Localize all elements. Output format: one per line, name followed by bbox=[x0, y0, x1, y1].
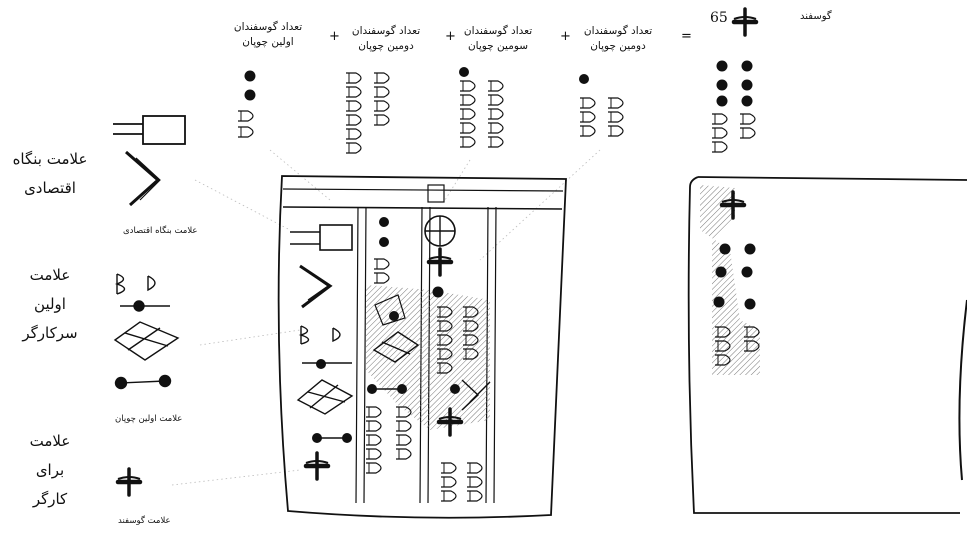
first-foreman-sign bbox=[115, 274, 178, 389]
sheep-sign-icon bbox=[118, 469, 140, 495]
tablet-left bbox=[279, 176, 566, 518]
header-glyphs-col-1 bbox=[238, 71, 256, 138]
economic-unit-sign bbox=[113, 116, 185, 205]
header-glyphs-col-3 bbox=[459, 67, 503, 147]
tablet-right bbox=[689, 177, 967, 513]
header-glyphs-col-2 bbox=[346, 73, 389, 153]
sheep-icon bbox=[734, 9, 756, 35]
header-glyphs-total bbox=[712, 9, 756, 152]
header-glyphs-col-4 bbox=[579, 74, 623, 136]
